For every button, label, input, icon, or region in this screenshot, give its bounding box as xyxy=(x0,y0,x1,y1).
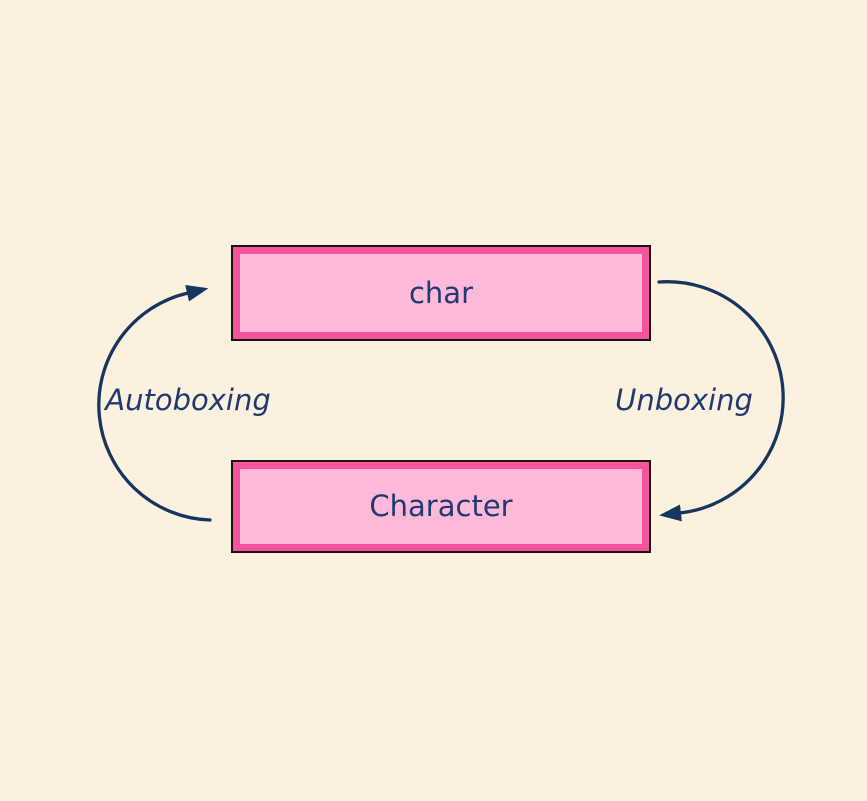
unboxing-arrow xyxy=(657,280,785,522)
unboxing-label: Unboxing xyxy=(615,383,753,417)
node-character: Character xyxy=(231,460,651,553)
autoboxing-arrow xyxy=(97,284,212,522)
node-char-fill: char xyxy=(240,254,642,332)
autoboxing-label: Autoboxing xyxy=(105,383,271,417)
node-character-fill: Character xyxy=(240,469,642,544)
node-char-label: char xyxy=(408,275,474,310)
node-character-label: Character xyxy=(369,489,513,523)
node-char: char xyxy=(231,245,651,341)
